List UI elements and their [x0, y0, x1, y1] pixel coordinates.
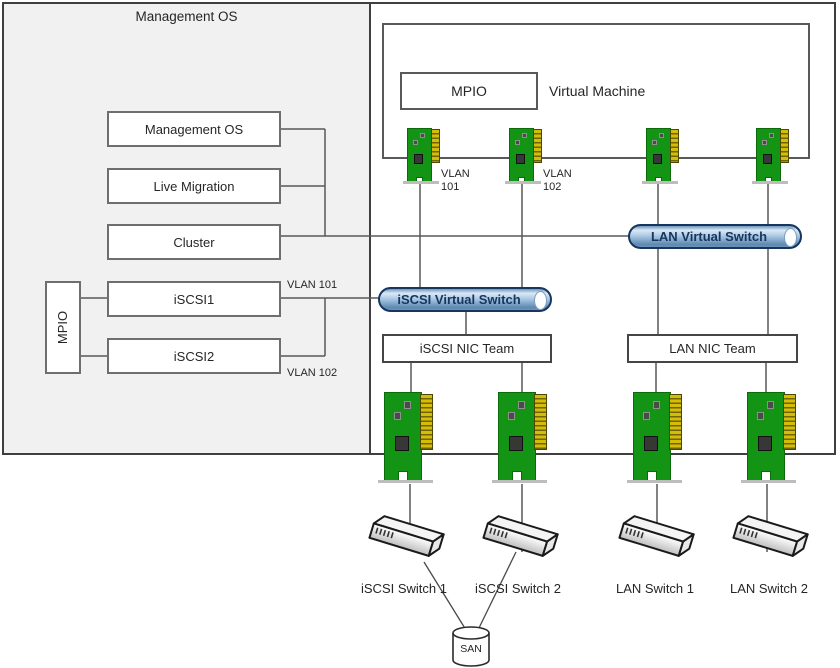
box-management-os: Management OS: [107, 111, 281, 147]
iscsi-switch2-label: iSCSI Switch 2: [475, 581, 561, 596]
physical-nic4-icon: [740, 392, 797, 483]
box-mpio-host-label: MPIO: [55, 310, 71, 345]
lan-virtual-switch-label: LAN Virtual Switch: [650, 229, 768, 244]
iscsi-switch1-icon: [368, 515, 445, 557]
box-vm-mpio: MPIO: [400, 72, 538, 110]
panel-title: Management OS: [135, 9, 238, 24]
iscsi-nic-team-label: iSCSI NIC Team: [419, 341, 515, 356]
box-live-migration: Live Migration: [107, 168, 281, 204]
vm-nic4-icon: [752, 128, 789, 184]
box-cluster: Cluster: [107, 224, 281, 260]
san-label: SAN: [460, 643, 482, 655]
box-vm-mpio-label: MPIO: [451, 83, 487, 99]
san-icon: [452, 626, 490, 667]
lan-nic-team-label: LAN NIC Team: [669, 341, 756, 356]
vm-nic2-icon: [505, 128, 542, 184]
box-mpio-host: MPIO: [45, 281, 81, 374]
vlan-101-host-label: VLAN 101: [287, 279, 338, 291]
box-iscsi2-label: iSCSI2: [173, 348, 215, 364]
iscsi-virtual-switch: iSCSI Virtual Switch: [378, 287, 552, 312]
nic-connector: [430, 129, 440, 164]
physical-nic3-icon: [626, 392, 683, 483]
physical-nic2-icon: [491, 392, 548, 483]
box-iscsi1-label: iSCSI1: [173, 291, 215, 307]
vlan-102-host-label: VLAN 102: [287, 367, 338, 379]
box-live-migration-label: Live Migration: [153, 178, 235, 194]
iscsi-switch1-label: iSCSI Switch 1: [361, 581, 447, 596]
lan-switch2-label: LAN Switch 2: [729, 581, 809, 596]
box-iscsi1: iSCSI1: [107, 281, 281, 317]
vm-nic1-icon: [403, 128, 440, 184]
iscsi-virtual-switch-label: iSCSI Virtual Switch: [397, 292, 521, 307]
iscsi-switch2-icon: [482, 515, 559, 557]
box-iscsi-nic-team: iSCSI NIC Team: [382, 334, 552, 363]
physical-nic1-icon: [377, 392, 434, 483]
lan-switch1-icon: [618, 515, 695, 557]
lan-switch1-label: LAN Switch 1: [615, 581, 695, 596]
box-iscsi2: iSCSI2: [107, 338, 281, 374]
vlan-101-vm-label: VLAN 101: [441, 168, 470, 193]
vlan-102-vm-label: VLAN 102: [543, 168, 572, 193]
box-lan-nic-team: LAN NIC Team: [627, 334, 798, 363]
lan-switch2-icon: [732, 515, 809, 557]
box-cluster-label: Cluster: [173, 234, 215, 250]
vm-nic3-icon: [642, 128, 679, 184]
box-management-os-label: Management OS: [144, 121, 244, 137]
virtual-machine-title: Virtual Machine: [549, 83, 646, 99]
lan-virtual-switch: LAN Virtual Switch: [628, 224, 802, 249]
